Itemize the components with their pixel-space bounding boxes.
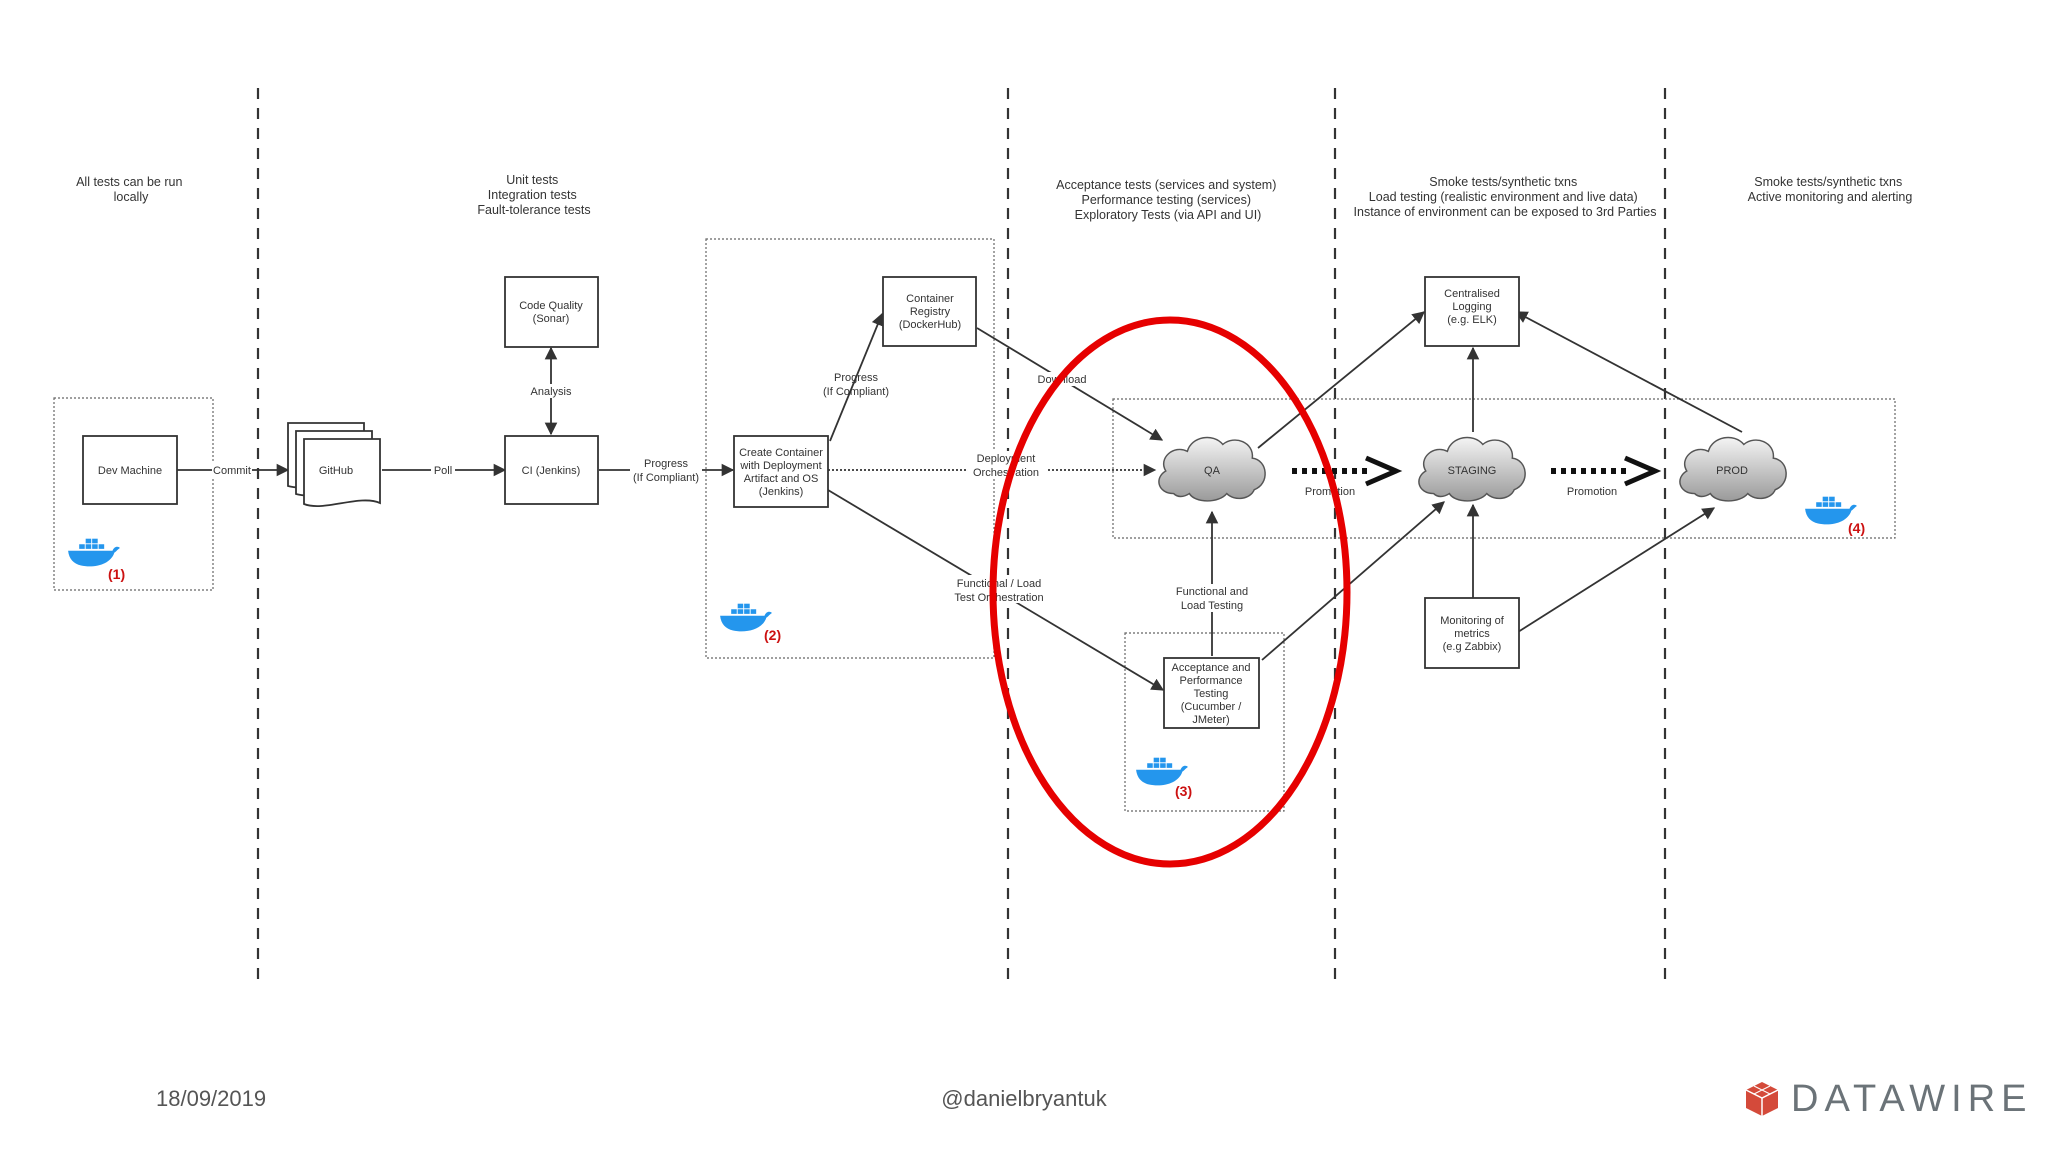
- node-label-code-quality: Code Quality(Sonar): [519, 300, 583, 325]
- footer-handle: @danielbryantuk: [941, 1086, 1107, 1111]
- group-box-4: [1112, 398, 1896, 539]
- edge-label-promotion-2: Promotion: [1567, 486, 1617, 498]
- edge-acceptance-to-staging: [1261, 501, 1445, 661]
- stage-heading-4: Smoke tests/synthetic txns Load testing …: [1354, 175, 1657, 219]
- edge-qa-to-logging: [1257, 311, 1425, 449]
- promotion-arrow-1: [1292, 455, 1403, 487]
- footer-date: 18/09/2019: [156, 1086, 267, 1111]
- edge-label-progress-ci: Progress(If Compliant): [633, 458, 699, 484]
- edge-label-analysis: Analysis: [531, 386, 572, 398]
- annotation-3: (3): [1175, 783, 1192, 799]
- node-dev-machine: [82, 435, 178, 505]
- node-logging: [1424, 276, 1520, 347]
- stage-heading-2: Unit tests Integration tests Fault-toler…: [477, 173, 590, 217]
- edge-progress-registry: [829, 312, 884, 442]
- stage-heading-1: All tests can be run locally: [76, 175, 186, 204]
- node-code-quality: [504, 276, 599, 348]
- stage-heading-3: Acceptance tests (services and system) P…: [1056, 178, 1280, 222]
- node-create-container: [733, 435, 829, 508]
- node-github: [287, 422, 381, 508]
- cloud-label-staging: STAGING: [1448, 465, 1497, 477]
- annotation-4: (4): [1848, 520, 1865, 536]
- docker-whale-icon: [68, 538, 120, 567]
- annotation-2: (2): [764, 627, 781, 643]
- edge-monitoring-to-prod: [1517, 507, 1716, 633]
- cloud-label-qa: QA: [1204, 465, 1221, 477]
- edge-label-progress-registry: Progress(If Compliant): [823, 372, 889, 398]
- edge-prod-to-logging: [1514, 311, 1743, 433]
- node-monitoring: [1424, 597, 1520, 669]
- node-label-github: GitHub: [319, 465, 353, 477]
- highlight-ellipse: [989, 316, 1351, 868]
- stage-heading-5: Smoke tests/synthetic txns Active monito…: [1748, 175, 1913, 204]
- stage-separators: [256, 88, 1667, 985]
- node-registry: [882, 276, 977, 347]
- node-acceptance: [1163, 657, 1260, 729]
- promotion-arrow-2: [1551, 455, 1662, 487]
- node-ci: [504, 435, 599, 505]
- brand-name: DATAWIRE: [1791, 1077, 2033, 1120]
- edge-label-promotion-1: Promotion: [1305, 486, 1355, 498]
- node-label-dev-machine: Dev Machine: [98, 465, 162, 477]
- datawire-cube-icon: [1745, 1082, 1779, 1116]
- node-label-ci: CI (Jenkins): [522, 465, 581, 477]
- group-box-1: [53, 397, 214, 591]
- annotation-1: (1): [108, 566, 125, 582]
- cloud-label-prod: PROD: [1716, 465, 1748, 477]
- edge-label-poll: Poll: [434, 465, 452, 477]
- group-box-3: [1124, 632, 1285, 812]
- docker-whale-icon: [1136, 757, 1188, 786]
- group-box-2: [705, 238, 995, 659]
- edge-label-commit: Commit: [213, 465, 251, 477]
- brand-logo: DATAWIRE: [1745, 1074, 2033, 1124]
